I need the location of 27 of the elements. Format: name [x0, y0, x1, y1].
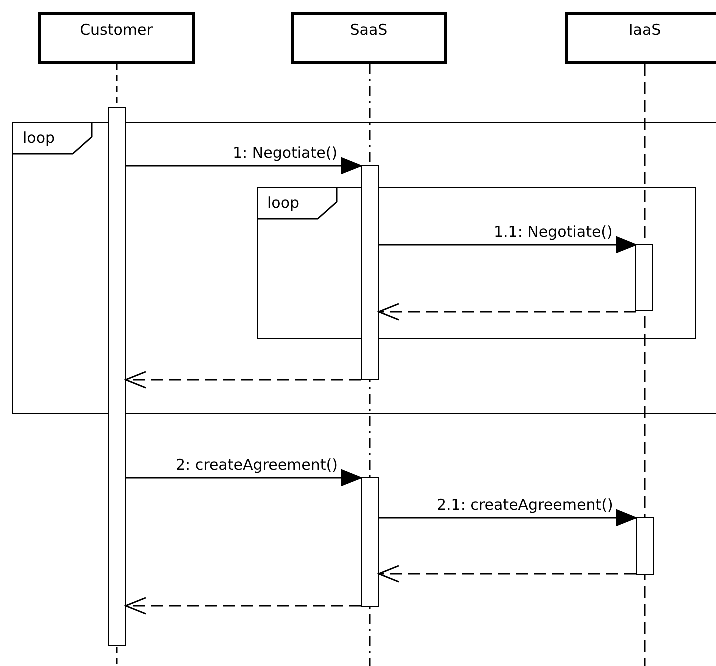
message-label: 1: Negotiate() [232, 144, 339, 162]
message-arrow [379, 236, 637, 254]
activation-bar [361, 477, 379, 607]
activation-bar [360, 164, 378, 380]
message-label: 2: createAgreement() [175, 456, 339, 474]
loop-frame [12, 122, 716, 414]
lifeline-header [291, 12, 447, 64]
return-arrow [378, 303, 636, 321]
message-label: 2.1: createAgreement() [436, 496, 614, 514]
message-label: 1.1: Negotiate() [493, 223, 614, 241]
message-arrow [379, 509, 637, 527]
return-arrow [378, 565, 636, 583]
message-arrow [126, 157, 362, 175]
frame-label: loop [13, 123, 93, 155]
activation-bar [108, 107, 126, 646]
return-arrow [125, 597, 361, 615]
lifeline-name: IaaS [628, 21, 662, 41]
loop-frame [256, 186, 696, 338]
lifeline-name: SaaS [350, 21, 388, 41]
lifeline-header [565, 12, 716, 64]
frame-label: loop [258, 188, 338, 220]
message-arrow [126, 469, 362, 487]
lifeline-name: Customer [80, 21, 153, 41]
return-arrow [125, 371, 361, 389]
activation-bar [635, 244, 653, 311]
lifeline-header [38, 12, 195, 64]
activation-bar [636, 517, 654, 575]
